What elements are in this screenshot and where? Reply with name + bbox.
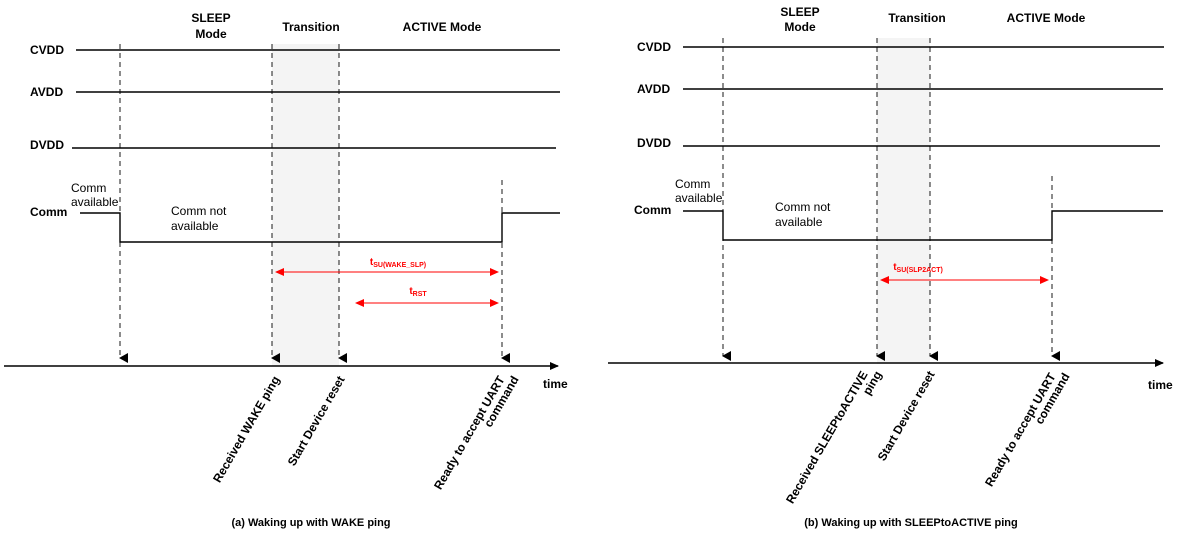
event-label-ready: Ready to accept UART — [431, 373, 508, 492]
signal-label-comm: Comm — [634, 203, 671, 217]
comm-trace — [80, 212, 560, 243]
comm-available-note: Comm — [675, 177, 710, 191]
panel-a: SLEEP Mode Transition ACTIVE Mode CVDD A… — [4, 11, 568, 529]
caption-b: (b) Waking up with SLEEPtoACTIVE ping — [804, 517, 1017, 529]
header-sleep-mode: Mode — [195, 27, 227, 41]
header-sleep-mode: Mode — [784, 20, 816, 34]
signal-label-comm: Comm — [30, 205, 67, 219]
header-active: ACTIVE Mode — [403, 20, 482, 34]
event-label-received-wake: Received WAKE ping — [210, 374, 282, 486]
signal-label-dvdd: DVDD — [30, 138, 64, 152]
header-sleep: SLEEP — [191, 11, 230, 25]
time-axis-label: time — [543, 377, 568, 391]
timing-label-su-slp2act: tSU(SLP2ACT) — [893, 262, 943, 274]
event-label-ready: Ready to accept UART — [982, 370, 1059, 489]
caption-a: (a) Waking up with WAKE ping — [231, 517, 390, 529]
comm-not-available-note: Comm not — [775, 200, 831, 214]
event-label-start-reset: Start Device reset — [875, 368, 938, 463]
header-transition: Transition — [282, 20, 339, 34]
signal-label-avdd: AVDD — [30, 85, 63, 99]
event-label-received-slp2act: Received SLEEPtoACTIVE — [783, 369, 870, 507]
comm-available-note-2: available — [71, 195, 119, 209]
transition-band — [272, 44, 339, 366]
comm-not-available-note: Comm not — [171, 204, 227, 218]
signal-label-cvdd: CVDD — [637, 40, 671, 54]
timing-label-su-wake: tSU(WAKE_SLP) — [370, 257, 426, 269]
header-transition: Transition — [888, 11, 945, 25]
signal-label-cvdd: CVDD — [30, 43, 64, 57]
transition-band — [877, 38, 930, 364]
event-label-start-reset: Start Device reset — [285, 373, 348, 468]
panel-b: SLEEP Mode Transition ACTIVE Mode CVDD A… — [608, 5, 1173, 529]
timing-label-rst: tRST — [409, 286, 427, 298]
comm-available-note: Comm — [71, 181, 106, 195]
comm-trace — [683, 210, 1163, 241]
comm-available-note-2: available — [675, 191, 723, 205]
time-axis-label: time — [1148, 378, 1173, 392]
signal-label-avdd: AVDD — [637, 82, 670, 96]
header-sleep: SLEEP — [780, 5, 819, 19]
comm-not-available-note-2: available — [775, 215, 823, 229]
signal-label-dvdd: DVDD — [637, 136, 671, 150]
comm-not-available-note-2: available — [171, 219, 219, 233]
header-active: ACTIVE Mode — [1007, 11, 1086, 25]
